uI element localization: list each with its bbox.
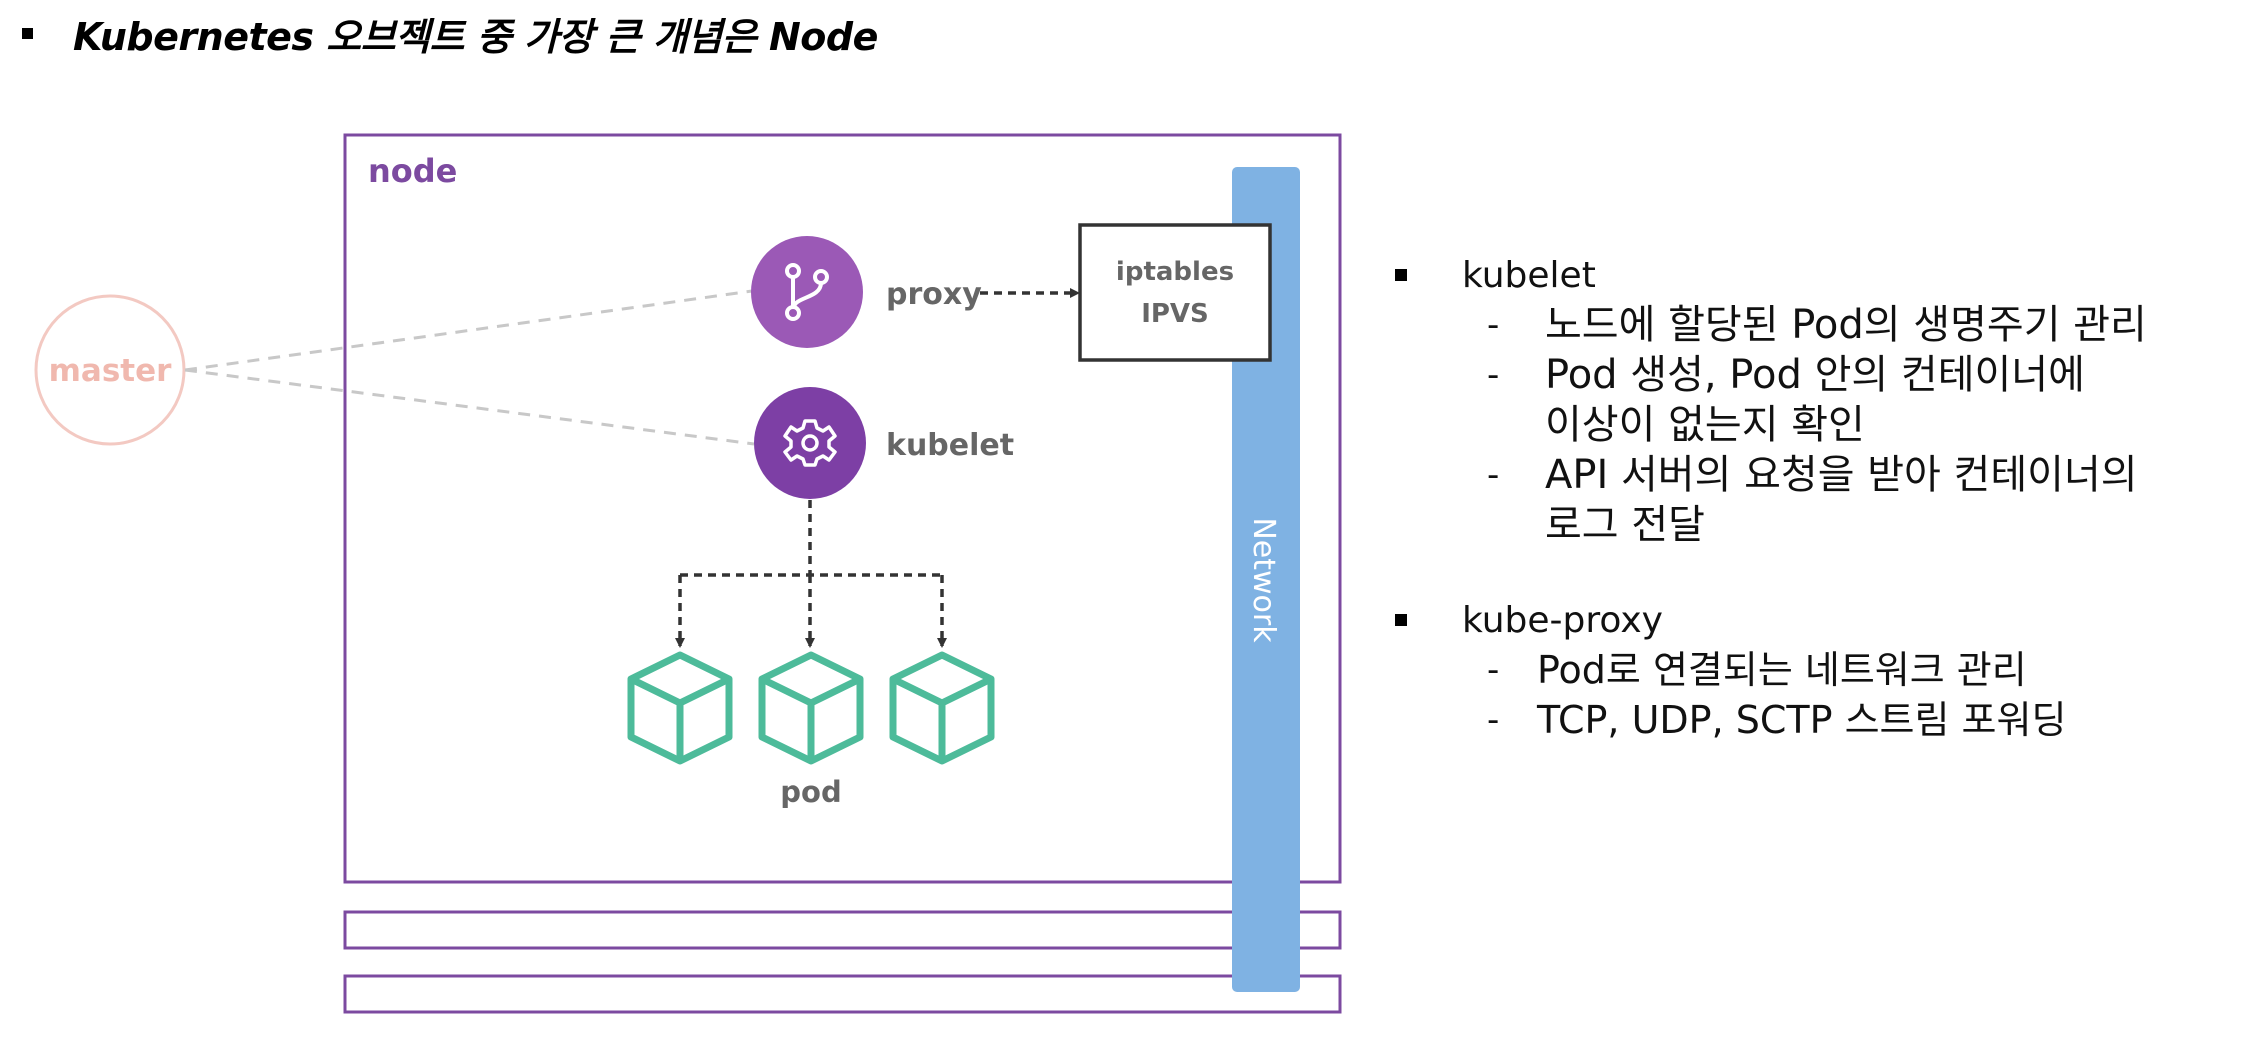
list-item-text: API 서버의 요청을 받아 컨테이너의 로그 전달 [1545, 452, 2138, 548]
cube-icon [758, 651, 864, 765]
dash-marker: - [1487, 305, 1500, 345]
section-heading: kubelet [1395, 250, 2255, 300]
description-panel: kubelet - 노드에 할당된 Pod의 생명주기 관리 - Pod 생성,… [1395, 250, 2255, 745]
title-bullet [22, 27, 33, 39]
iptables-label: iptables [1116, 257, 1234, 287]
kubelet-circle [754, 387, 866, 499]
dash-marker: - [1487, 700, 1500, 740]
dash-marker: - [1487, 455, 1500, 495]
section-kube-proxy: kube-proxy - Pod로 연결되는 네트워크 관리 - TCP, UD… [1395, 595, 2255, 745]
list-item: - TCP, UDP, SCTP 스트림 포워딩 [1395, 695, 2255, 745]
network-bar [1232, 167, 1300, 992]
list-item: - 노드에 할당된 Pod의 생명주기 관리 [1395, 300, 2255, 350]
node-box-stacked-2 [343, 974, 1342, 1014]
slide-title: Kubernetes 오브젝트 중 가장 큰 개념은 Node [73, 14, 878, 59]
master-label: master [49, 353, 173, 389]
gear-icon [783, 419, 837, 467]
iptables-box [1078, 223, 1272, 362]
cube-icon [889, 651, 995, 765]
section-kubelet: kubelet - 노드에 할당된 Pod의 생명주기 관리 - Pod 생성,… [1395, 250, 2255, 550]
kubelet-label: kubelet [886, 428, 1014, 463]
section-bullet [1395, 269, 1407, 281]
network-label: Network [1246, 517, 1281, 643]
list-item-text: TCP, UDP, SCTP 스트림 포워딩 [1537, 698, 2067, 742]
list-item-text: 노드에 할당된 Pod의 생명주기 관리 [1545, 302, 2147, 348]
section-heading: kube-proxy [1395, 595, 2255, 645]
ipvs-label: IPVS [1141, 299, 1209, 329]
section-title: kubelet [1462, 254, 1596, 296]
node-box [343, 133, 1342, 884]
git-branch-icon [785, 263, 829, 321]
node-label: node [368, 152, 457, 190]
section-title: kube-proxy [1462, 599, 1663, 641]
master-to-proxy-line [184, 289, 753, 372]
node-box-stacked-1 [343, 910, 1342, 950]
list-item: - Pod로 연결되는 네트워크 관리 [1395, 645, 2255, 695]
kubelet-to-pods-arrows [675, 500, 947, 648]
cube-icon [627, 651, 733, 765]
section-bullet [1395, 614, 1407, 626]
master-node [34, 294, 186, 446]
list-item-text: Pod 생성, Pod 안의 컨테이너에 이상이 없는지 확인 [1545, 352, 2085, 448]
list-item-text: Pod로 연결되는 네트워크 관리 [1537, 648, 2027, 692]
master-to-kubelet-line [184, 368, 755, 446]
dash-marker: - [1487, 650, 1500, 690]
list-item: - API 서버의 요청을 받아 컨테이너의 로그 전달 [1395, 450, 2255, 550]
proxy-label: proxy [886, 277, 982, 312]
proxy-circle [751, 236, 863, 348]
slide-title-row: Kubernetes 오브젝트 중 가장 큰 개념은 Node [22, 8, 878, 59]
dash-marker: - [1487, 355, 1500, 395]
list-item: - Pod 생성, Pod 안의 컨테이너에 이상이 없는지 확인 [1395, 350, 2255, 450]
pod-label: pod [780, 775, 841, 809]
